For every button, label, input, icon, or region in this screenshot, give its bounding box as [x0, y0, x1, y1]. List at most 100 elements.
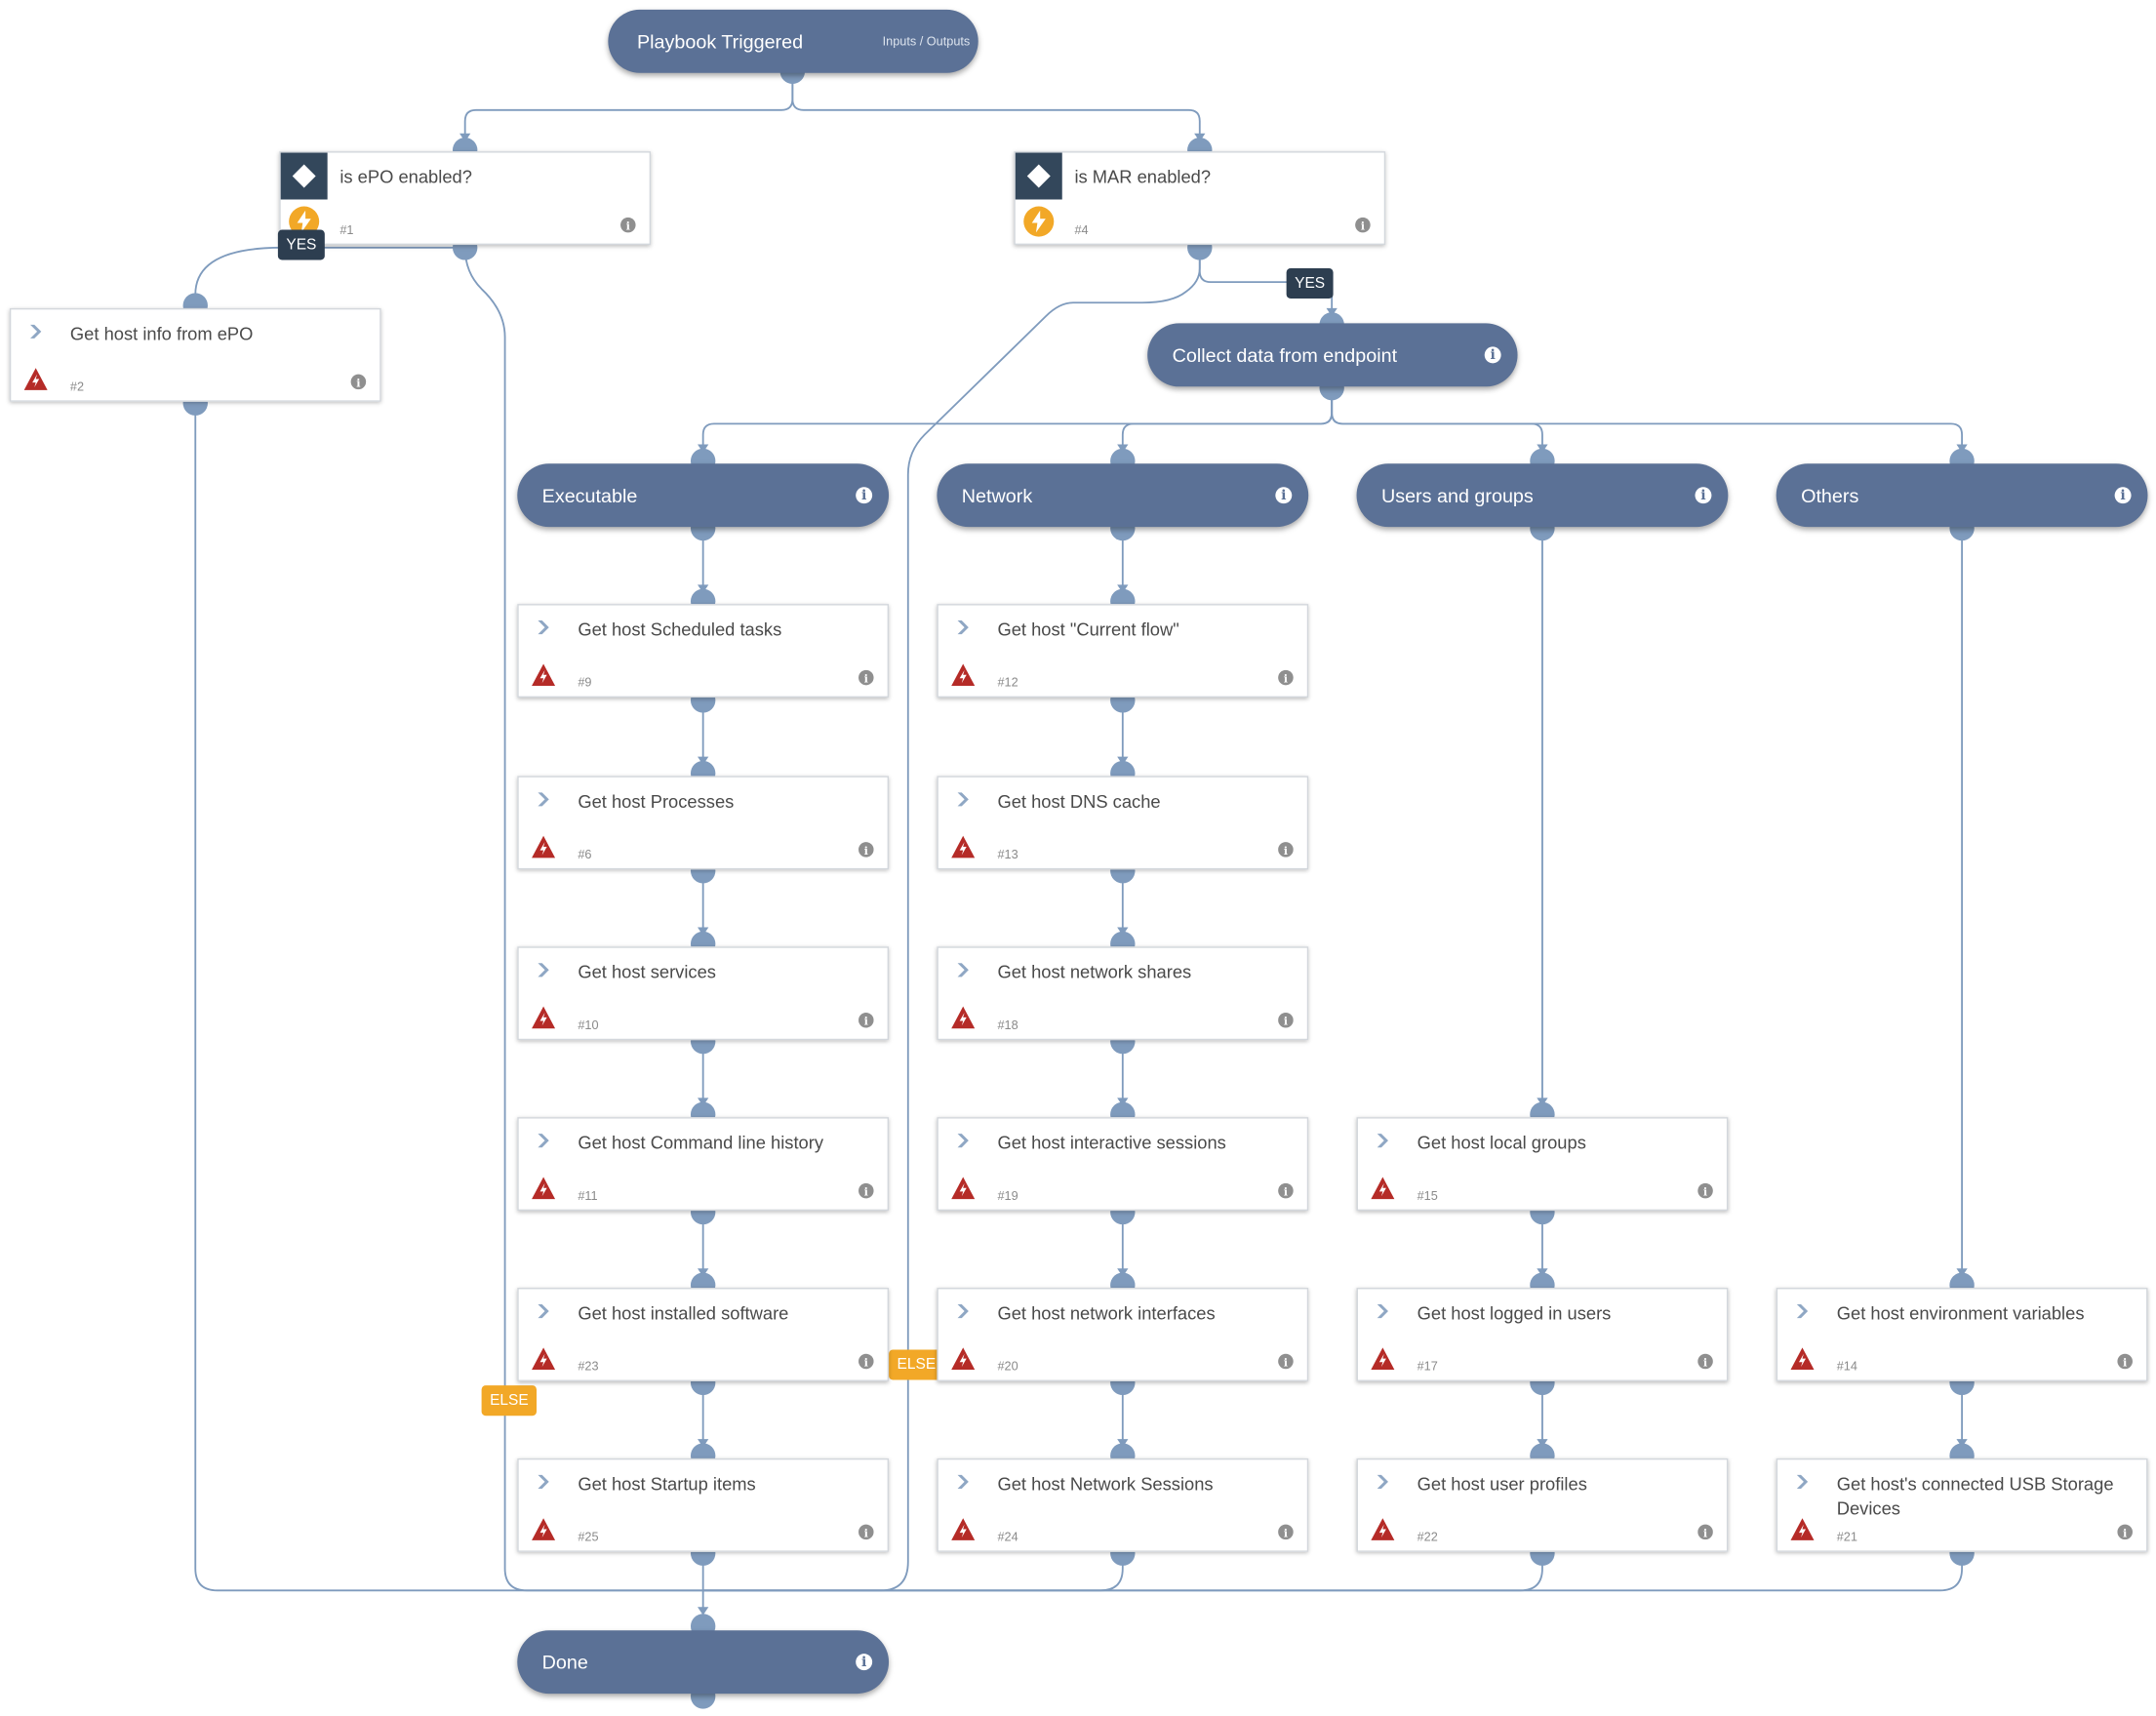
task-title: Get host Processes: [578, 790, 735, 813]
task-number: #23: [578, 1359, 599, 1374]
task-card[interactable]: Get host Scheduled tasks #9 i: [517, 604, 890, 698]
info-icon[interactable]: i: [350, 374, 367, 390]
info-icon[interactable]: i: [1278, 1524, 1294, 1540]
info-icon[interactable]: i: [1278, 842, 1294, 858]
info-icon[interactable]: i: [1278, 669, 1294, 686]
info-icon[interactable]: i: [858, 1182, 874, 1199]
warning-icon: [23, 368, 48, 390]
section-title: Network: [961, 484, 1033, 506]
condition-epo-enabled[interactable]: is ePO enabled? #1 i: [279, 151, 652, 246]
inputs-outputs-link[interactable]: Inputs / Outputs: [882, 34, 971, 49]
info-icon[interactable]: i: [858, 669, 874, 686]
task-number: #21: [1836, 1530, 1857, 1544]
warning-icon: [532, 1177, 556, 1200]
section-executable[interactable]: Executable i: [517, 463, 890, 528]
chevron-right-icon: [538, 1134, 549, 1148]
task-card[interactable]: Get host environment variables #14 i: [1776, 1288, 2148, 1381]
info-icon[interactable]: i: [858, 1524, 874, 1540]
info-icon[interactable]: i: [1484, 346, 1501, 364]
task-card[interactable]: Get host's connected USB Storage Devices…: [1776, 1457, 2148, 1552]
condition-diamond-icon: [1015, 152, 1062, 200]
task-title: Get host network interfaces: [997, 1302, 1216, 1324]
condition-mar-enabled[interactable]: is MAR enabled? #4 i: [1014, 151, 1386, 246]
warning-icon: [951, 1518, 976, 1540]
chevron-right-icon: [1796, 1303, 1809, 1319]
condition-title: is MAR enabled?: [1074, 166, 1212, 187]
task-title: Get host info from ePO: [69, 323, 254, 344]
playbook-triggered-node[interactable]: Playbook Triggered Inputs / Outputs: [608, 9, 978, 73]
task-number: #22: [1417, 1530, 1438, 1544]
task-number: #25: [578, 1530, 599, 1544]
section-done[interactable]: Done i: [517, 1630, 890, 1695]
chevron-right-icon: [957, 1134, 969, 1148]
warning-icon: [532, 663, 556, 687]
section-title: Done: [541, 1651, 588, 1673]
task-number: #14: [1836, 1359, 1857, 1374]
task-title: Get host Network Sessions: [997, 1473, 1214, 1495]
section-others[interactable]: Others i: [1776, 463, 2148, 528]
task-number: #12: [997, 675, 1018, 690]
task-number: #15: [1417, 1188, 1438, 1203]
info-icon[interactable]: i: [1355, 217, 1371, 233]
task-card[interactable]: Get host Network Sessions #24 i: [937, 1457, 1309, 1552]
task-title: Get host's connected USB Storage Devices: [1836, 1473, 2114, 1519]
info-icon[interactable]: i: [1697, 1182, 1713, 1199]
info-icon[interactable]: i: [1278, 1182, 1294, 1199]
yes-label-mar: YES: [1286, 268, 1334, 299]
warning-icon: [1790, 1518, 1815, 1540]
info-icon[interactable]: i: [2117, 1524, 2133, 1540]
warning-icon: [532, 1347, 556, 1370]
warning-icon: [1371, 1177, 1395, 1200]
info-icon[interactable]: i: [856, 1654, 873, 1671]
info-icon[interactable]: i: [1278, 1353, 1294, 1370]
section-title: Executable: [541, 484, 638, 506]
task-number: #2: [69, 379, 85, 394]
info-icon[interactable]: i: [1278, 1012, 1294, 1028]
condition-title: is ePO enabled?: [339, 166, 472, 187]
info-icon[interactable]: i: [1275, 487, 1293, 504]
section-users-groups[interactable]: Users and groups i: [1356, 463, 1729, 528]
task-title: Get host Scheduled tasks: [578, 619, 782, 640]
chevron-right-icon: [538, 1303, 549, 1319]
task-number: #13: [997, 847, 1018, 861]
chevron-right-icon: [957, 792, 969, 807]
section-collect-data[interactable]: Collect data from endpoint i: [1147, 323, 1518, 387]
section-title: Users and groups: [1380, 484, 1534, 506]
section-title: Collect data from endpoint: [1172, 343, 1398, 367]
chevron-right-icon: [538, 963, 549, 978]
task-title: Get host logged in users: [1417, 1302, 1612, 1324]
info-icon[interactable]: i: [620, 217, 636, 233]
task-number: #24: [997, 1530, 1018, 1544]
task-title: Get host environment variables: [1836, 1302, 2085, 1324]
task-number: #10: [578, 1018, 599, 1032]
condition-diamond-icon: [280, 152, 328, 200]
task-number: #9: [578, 675, 592, 690]
info-icon[interactable]: i: [1695, 487, 1712, 504]
info-icon[interactable]: i: [2114, 487, 2132, 504]
info-icon[interactable]: i: [858, 1353, 874, 1370]
info-icon[interactable]: i: [858, 1012, 874, 1028]
section-title: Others: [1801, 484, 1859, 506]
section-network[interactable]: Network i: [937, 463, 1309, 528]
else-label-mar: ELSE: [889, 1349, 944, 1380]
info-icon[interactable]: i: [1697, 1524, 1713, 1540]
chevron-right-icon: [538, 620, 549, 635]
info-icon[interactable]: i: [858, 842, 874, 858]
info-icon[interactable]: i: [2117, 1353, 2133, 1370]
info-icon[interactable]: i: [1697, 1353, 1713, 1370]
info-icon[interactable]: i: [856, 487, 873, 504]
task-card[interactable]: Get host info from ePO #2 i: [9, 307, 381, 402]
